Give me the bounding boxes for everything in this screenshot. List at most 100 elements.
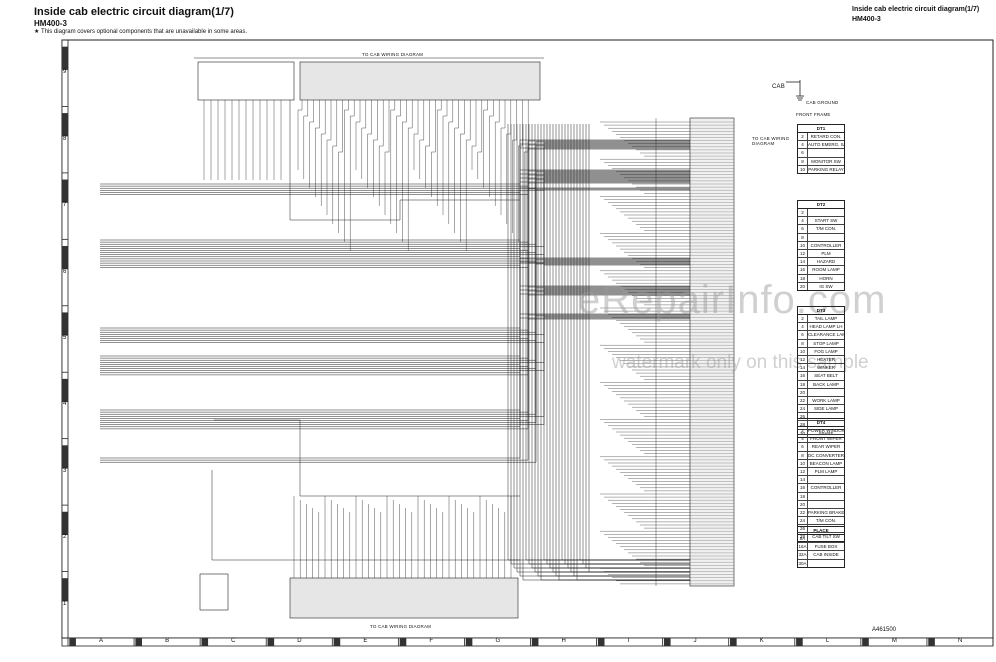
pin-number: 24 [798,405,808,413]
wire [431,100,436,197]
circuit-name [808,493,844,500]
pin-number: 4 [798,323,808,331]
table-title: DT4 [798,419,844,427]
circuit-name: START SW [814,218,838,224]
pin-number: 12 [798,249,808,258]
wire [315,100,320,197]
pin-number: 8 [798,233,808,241]
wire [373,100,378,197]
pin-number: 6 [798,225,808,233]
pin-number: 10 [798,347,808,355]
pin-number: 24 [798,517,808,525]
wire [516,124,690,573]
page-title-right: Inside cab electric circuit diagram(1/7) [852,6,980,13]
circuit-name: CONTROLLER [810,485,842,491]
circuit-name [808,234,844,241]
circuit-name: PLM [821,250,831,256]
table-row: 28 [798,421,844,430]
wire [326,100,332,215]
wire [437,100,442,206]
pin-number: 16 [798,484,808,492]
circuit-name: SEAT BELT [814,373,838,379]
circuit-name: CONTROLLER [810,242,842,248]
pin-number: 10 [798,165,808,173]
wire [506,100,511,224]
circuit-name: SIDE LAMP [813,406,838,412]
cab-ground-symbol [786,80,804,101]
wire [471,100,477,170]
wire [518,100,523,242]
wire [100,176,690,255]
row-label: 6 [63,268,67,275]
wiring-harness [100,100,734,585]
front-frame-label: FRONT FRAME [796,112,831,117]
wire [460,100,465,242]
circuit-name [808,209,844,216]
pin-number: 14 [798,476,808,484]
table-row: 6 [798,149,844,158]
column-label: E [363,638,368,644]
cab-ground-label: CAB GROUND [806,100,839,105]
wire [513,124,690,569]
pin-number: 8 [798,339,808,347]
table-row: 26 [798,413,844,422]
bottom-connector-block [199,573,519,619]
right-connector-column [655,117,735,587]
wire [344,100,349,242]
pin-number: 20 [798,388,808,396]
wire [573,124,690,577]
circuit-name: REAR WIPER [811,444,841,450]
wire [100,178,690,260]
circuit-name: AUTO EMERG. S/T [808,142,844,148]
wire [576,124,690,581]
table-row: 20 [798,388,844,397]
circuit-name: BACK LAMP [813,381,839,387]
pin-number: 18 [798,274,808,282]
to-cab-wiring-top-label: TO CAB WIRING DIAGRAM [362,52,424,57]
row-label: 3 [63,467,67,474]
column-label: G [495,638,501,644]
pin-number: 12 [798,467,808,476]
pin-number: 4 [798,435,808,443]
wire [100,187,690,459]
pin-number: 30A [798,559,808,567]
wire [585,124,690,569]
pin-number: 12 [798,355,808,364]
watermark-text: watermark only on this sample [612,352,869,373]
pin-number: 26 [798,413,808,421]
circuit-name: T/M CON. [815,226,837,232]
pin-number: 14 [798,258,808,266]
column-label: M [891,638,897,644]
wire [495,100,500,206]
wire [448,100,453,224]
pin-number: 2 [798,209,808,217]
pin-number: 2 [798,133,808,141]
circuit-name: STOP LAMP [813,340,839,346]
wire [309,100,314,188]
table-row: 9A [798,535,844,544]
wire [390,100,395,224]
pin-number: 2 [798,427,808,435]
wire [100,173,690,249]
table-row: 14 [798,476,844,485]
circuit-name [808,389,844,396]
column-label: D [297,638,302,644]
wire [100,188,690,461]
wire [350,100,355,251]
circuit-name [808,535,844,542]
pin-number: 22 [798,508,808,517]
table-row: 2 [798,209,844,218]
